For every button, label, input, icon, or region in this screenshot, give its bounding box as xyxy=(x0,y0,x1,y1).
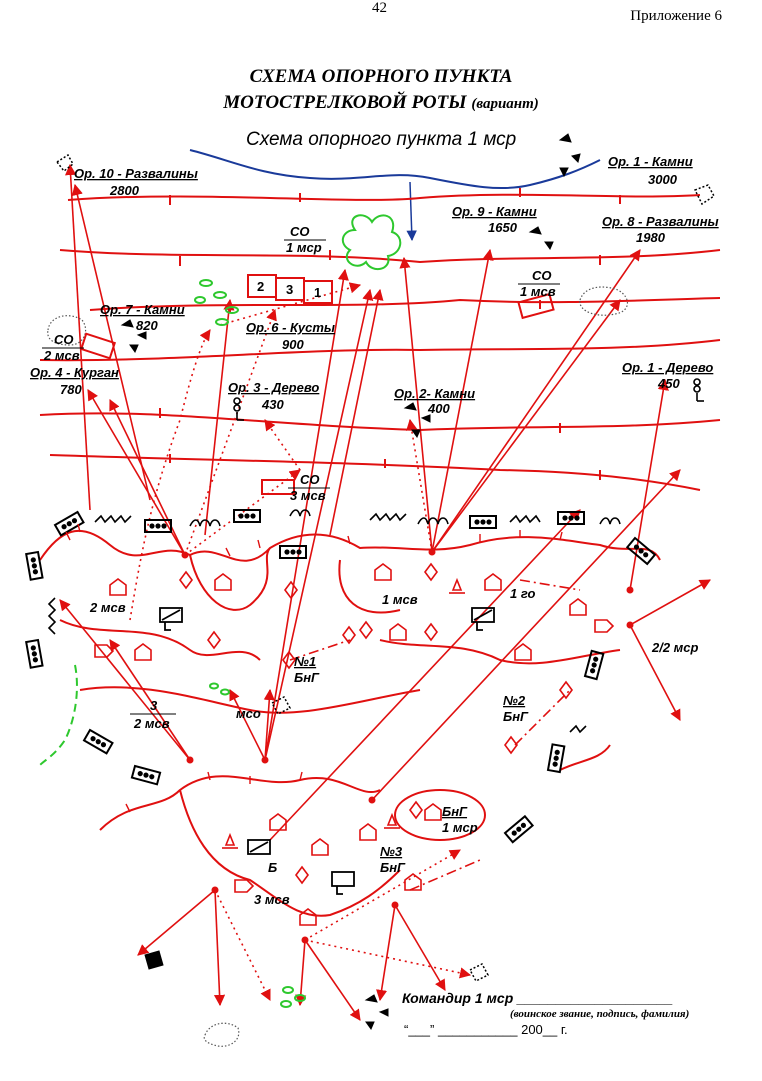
fire-lines xyxy=(39,193,721,491)
landmark-9-dist: 1650 xyxy=(488,220,518,235)
unit-1-go: 1 го xyxy=(510,586,535,601)
flank-lines xyxy=(289,579,581,891)
bush-green xyxy=(39,214,402,1008)
unit-fraction-num: 3 xyxy=(150,698,158,713)
minefields xyxy=(25,509,657,844)
post-1-co: СО xyxy=(290,224,310,239)
unit-1-msv: 1 мсв xyxy=(382,592,418,607)
unit-nb1-num: №1 xyxy=(294,654,316,669)
title-line-2-main: МОТОСТРЕЛКОВОЙ РОТЫ xyxy=(223,92,467,113)
post-labels: СО 1 мср СО 1 мсв СО 2 мсв СО 3 мсв xyxy=(42,224,560,503)
landmark-4-dist: 780 xyxy=(60,382,82,397)
fire-line-ticks xyxy=(159,188,621,480)
minefield xyxy=(25,638,44,669)
firing-positions xyxy=(94,562,615,926)
minefield xyxy=(279,545,307,559)
landmark-8-dist: 1980 xyxy=(636,230,666,245)
minefield xyxy=(82,728,114,755)
landmark-labels: Ор. 10 - Развалины 2800 Ор. 1 - Камни 30… xyxy=(30,154,719,416)
unit-nb3-bng: БнГ xyxy=(380,860,406,875)
minefield xyxy=(503,814,535,844)
post-3-unit: 2 мсв xyxy=(43,348,80,363)
platoon-block xyxy=(247,274,333,304)
landmark-4-name: Ор. 4 - Курган xyxy=(30,365,119,380)
platoon-cell-2: 2 xyxy=(257,279,264,294)
unit-nb3-num: №3 xyxy=(380,844,403,859)
minefield xyxy=(53,510,85,537)
post-4-unit: 3 мсв xyxy=(290,488,326,503)
command-posts xyxy=(159,607,495,895)
trench-ticks xyxy=(65,523,563,813)
landmark-3-dist: 430 xyxy=(261,397,284,412)
landmark-6-name: Ор. 6 - Кусты xyxy=(246,320,335,335)
dotted-routes xyxy=(129,282,472,1002)
minefield xyxy=(469,515,497,529)
platoon-cells: 2 3 1 xyxy=(257,279,321,300)
landmark-1-tree-dist: 450 xyxy=(657,376,680,391)
signature-note: (воинское звание, подпись, фамилия) xyxy=(510,1008,690,1020)
post-2-unit: 1 мсв xyxy=(520,284,556,299)
post-1-unit: 1 мср xyxy=(286,240,322,255)
unit-3-msv: 3 мсв xyxy=(254,892,290,907)
appendix-label: Приложение 6 xyxy=(630,8,722,24)
page-number: 42 xyxy=(372,0,387,16)
landmark-10-dist: 2800 xyxy=(109,183,140,198)
landmark-10-name: Ор. 10 - Развалины xyxy=(74,166,198,181)
platoon-cell-3: 3 xyxy=(286,282,293,297)
signature-date: “___” ___________ 200__ г. xyxy=(404,1022,568,1037)
landmark-7-name: Ор. 7 - Камни xyxy=(100,302,185,317)
trench-lines xyxy=(39,529,661,917)
wire-obstacles xyxy=(47,509,621,734)
minefield xyxy=(233,509,261,523)
landmark-8-name: Ор. 8 - Развалины xyxy=(602,214,719,229)
minefield xyxy=(130,764,162,786)
minefield xyxy=(583,649,605,681)
tree-symbols xyxy=(233,378,704,421)
terrain-symbols xyxy=(55,133,715,1031)
hills xyxy=(47,286,628,1047)
landmark-1-tree-name: Ор. 1 - Дерево xyxy=(622,360,713,375)
minefield xyxy=(546,743,566,774)
river xyxy=(189,149,601,242)
landmark-3-name: Ор. 3 - Дерево xyxy=(228,380,319,395)
minefield xyxy=(144,519,172,533)
minefield xyxy=(25,550,44,581)
unit-nb2-num: №2 xyxy=(503,693,526,708)
landmark-9-name: Ор. 9 - Камни xyxy=(452,204,537,219)
unit-nb1-bng: БнГ xyxy=(294,670,320,685)
title-line-2: МОТОСТРЕЛКОВОЙ РОТЫ (вариант) xyxy=(0,92,762,114)
landmark-7-dist: 820 xyxy=(136,318,158,333)
commander-signature-line: Командир 1 мср ____________________ xyxy=(402,990,673,1006)
unit-mso: мсо xyxy=(236,706,261,721)
unit-2-msv: 2 мсв xyxy=(89,600,126,615)
landmark-6-dist: 900 xyxy=(282,337,304,352)
post-4-co: СО xyxy=(300,472,320,487)
minefield xyxy=(557,511,585,525)
landmark-1-stones-dist: 3000 xyxy=(648,172,678,187)
landmark-2-name: Ор. 2- Камни xyxy=(394,386,475,401)
observation-posts xyxy=(80,274,555,495)
landmark-2-dist: 400 xyxy=(427,401,450,416)
landmark-1-stones-name: Ор. 1 - Камни xyxy=(608,154,693,169)
scheme-subtitle: Схема опорного пункта 1 мср xyxy=(246,129,517,150)
unit-2-2-mcr: 2/2 мср xyxy=(651,640,699,655)
unit-b-letter: Б xyxy=(268,860,277,875)
unit-bng-1mcr-unit: 1 мср xyxy=(442,820,478,835)
unit-labels: 2 мсв 1 мсв 1 го 2/2 мср 3 2 мсв мсо №1 … xyxy=(89,586,699,907)
position-dots xyxy=(181,548,634,944)
minefield xyxy=(625,536,657,566)
unit-bng-1mcr-label: БнГ xyxy=(442,804,468,819)
unit-nb2-bng: БнГ xyxy=(503,709,529,724)
title-line-1: СХЕМА ОПОРНОГО ПУНКТА xyxy=(249,66,513,87)
unit-fraction-den: 2 мсв xyxy=(133,716,170,731)
post-3-co: СО xyxy=(54,332,74,347)
platoon-cell-1: 1 xyxy=(314,285,321,300)
post-2-co: СО xyxy=(532,268,552,283)
title-variant-note: (вариант) xyxy=(471,96,539,112)
